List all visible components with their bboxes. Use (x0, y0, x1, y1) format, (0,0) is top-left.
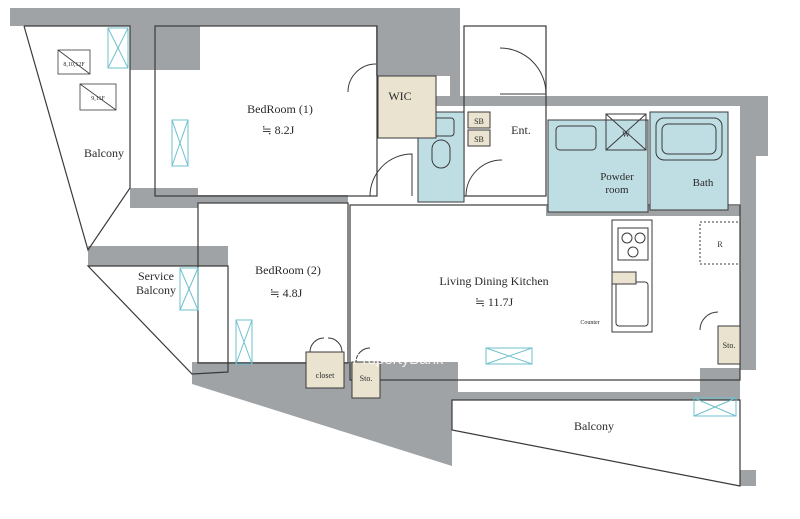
balcony-bottom-label: Balcony (574, 419, 614, 433)
window-balcony-top (107, 27, 129, 69)
windows (107, 27, 737, 417)
bath-room (649, 111, 729, 211)
wic-box (377, 75, 437, 139)
bedroom1-name: BedRoom (1) (247, 102, 313, 116)
washer-space (605, 113, 647, 151)
fridge-label: R (717, 240, 723, 249)
door-swings (309, 47, 719, 363)
sb-box-2 (467, 129, 491, 147)
sb-label-2: SB (474, 135, 484, 144)
ldk-name: Living Dining Kitchen (439, 274, 548, 288)
wet-areas (417, 111, 729, 213)
powder-label-1: Powder (600, 171, 634, 183)
stove (617, 227, 649, 261)
floor-tag-b: 9,11F (91, 96, 105, 102)
window-ldk (485, 347, 533, 365)
window-balcony-right (693, 397, 737, 417)
sb-box-1 (467, 111, 491, 129)
sink (615, 281, 649, 327)
sto-box-bed (351, 361, 381, 399)
ent-label: Ent. (511, 123, 531, 137)
ldk-size: ≒ 11.7J (475, 295, 514, 309)
sto-ldk-label: Sto. (723, 341, 736, 350)
bedroom1-size: ≒ 8.2J (262, 123, 295, 137)
service-label-1: Service (138, 269, 174, 283)
window-service (179, 267, 199, 311)
bathtub (655, 117, 723, 161)
floor-tag-a: 8,10,12F (63, 62, 85, 68)
service-label-2: Balcony (136, 283, 176, 297)
sto-bed-label: Sto. (360, 374, 373, 383)
balcony-left-label: Balcony (84, 146, 124, 160)
bath-label: Bath (693, 177, 714, 189)
counter-label: Counter (580, 320, 599, 326)
washer-label: W (622, 130, 630, 139)
wic-label: WIC (388, 89, 411, 103)
bedroom2-size: ≒ 4.8J (270, 286, 303, 300)
closets (305, 75, 741, 399)
powder-label-2: room (605, 184, 629, 196)
closet-box (305, 351, 345, 389)
closet-label: closet (316, 371, 335, 380)
watermark: PropertyBank (353, 351, 444, 368)
floor-tags (57, 49, 117, 111)
washbasin (555, 125, 597, 151)
fridge-space (699, 221, 741, 265)
sb-label-1: SB (474, 117, 484, 126)
sto-box-ldk (717, 325, 741, 365)
bedroom2-name: BedRoom (2) (255, 263, 321, 277)
powder-room (547, 119, 649, 213)
window-bedroom1 (171, 119, 189, 167)
window-bedroom2 (235, 319, 253, 365)
